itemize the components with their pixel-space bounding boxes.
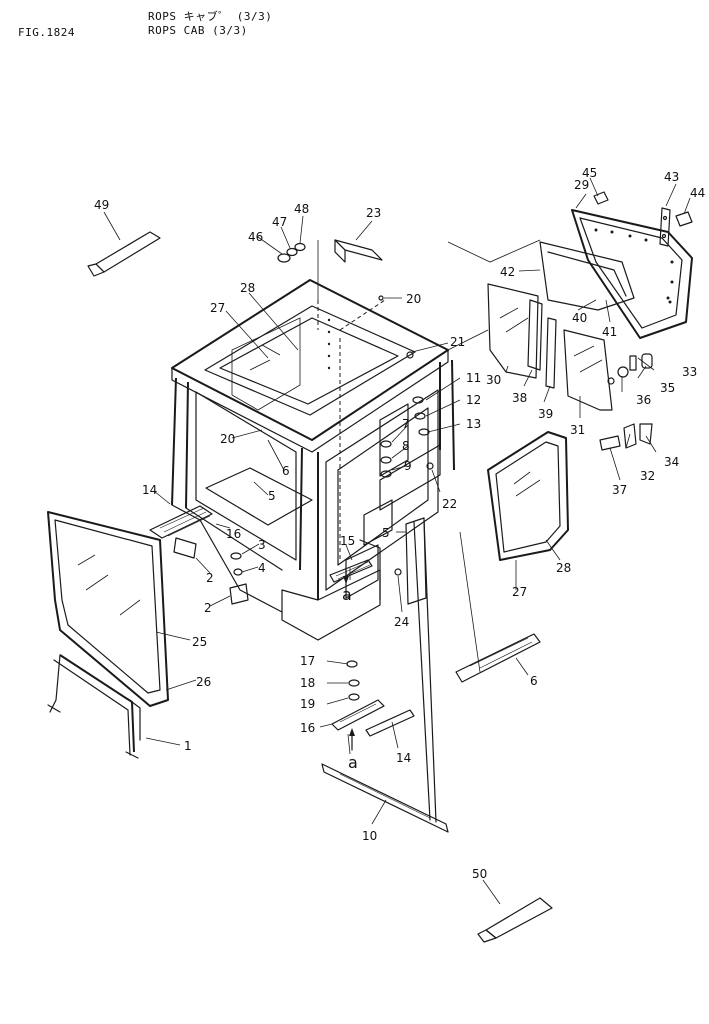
- callout-44: 44: [690, 186, 705, 200]
- callout-50: 50: [472, 867, 487, 881]
- callout-3: 3: [258, 538, 266, 552]
- reference-mark-lower: a: [348, 753, 358, 772]
- side-window-parts: [487, 283, 653, 451]
- callout-35: 35: [660, 381, 675, 395]
- callout-39: 39: [538, 407, 553, 421]
- callout-17: 17: [300, 654, 315, 668]
- title-english: ROPS CAB (3/3): [148, 24, 248, 37]
- callout-13: 13: [466, 417, 481, 431]
- callout-38: 38: [512, 391, 527, 405]
- callout-46: 46: [248, 230, 263, 244]
- reference-mark-upper: a: [342, 585, 352, 604]
- callout-11: 11: [466, 371, 481, 385]
- callout-14a: 14: [142, 483, 157, 497]
- callout-10: 10: [362, 829, 377, 843]
- callout-16a: 16: [226, 527, 241, 541]
- callout-19: 19: [300, 697, 315, 711]
- callout-29: 29: [574, 178, 589, 192]
- callout-14b: 14: [396, 751, 411, 765]
- callout-labels: 1 2 2 3 4 5 5 6 6 7 8 9 10 11 12 13 14 1…: [94, 166, 705, 881]
- callout-42: 42: [500, 265, 515, 279]
- callout-27a: 27: [210, 301, 225, 315]
- cab-frame: [171, 279, 455, 641]
- callout-2b: 2: [204, 601, 212, 615]
- callout-2a: 2: [206, 571, 214, 585]
- callout-32: 32: [640, 469, 655, 483]
- callout-18: 18: [300, 676, 315, 690]
- callout-25: 25: [192, 635, 207, 649]
- rear-window-assembly: [539, 191, 693, 339]
- callout-20b: 20: [220, 432, 235, 446]
- callout-45: 45: [582, 166, 597, 180]
- callout-30: 30: [486, 373, 501, 387]
- callout-20a: 20: [406, 292, 421, 306]
- callout-5a: 5: [268, 489, 276, 503]
- callout-27b: 27: [512, 585, 527, 599]
- callout-7: 7: [402, 417, 410, 431]
- callout-28a: 28: [240, 281, 255, 295]
- callout-22: 22: [442, 497, 457, 511]
- figure-number: FIG.1824: [18, 26, 75, 39]
- callout-31: 31: [570, 423, 585, 437]
- callout-49: 49: [94, 198, 109, 212]
- callout-6a: 6: [282, 464, 290, 478]
- callout-26: 26: [196, 675, 211, 689]
- callout-28b: 28: [556, 561, 571, 575]
- callout-4: 4: [258, 561, 266, 575]
- fasteners: [87, 231, 553, 943]
- leader-lines: [103, 177, 691, 905]
- title-japanese: ROPS キャブ゜ (3/3): [148, 10, 273, 23]
- callout-6b: 6: [530, 674, 538, 688]
- callout-43: 43: [664, 170, 679, 184]
- callout-41: 41: [602, 325, 617, 339]
- callout-36: 36: [636, 393, 651, 407]
- callout-12: 12: [466, 393, 481, 407]
- callout-8: 8: [402, 439, 410, 453]
- callout-34: 34: [664, 455, 679, 469]
- callout-21: 21: [450, 335, 465, 349]
- callout-9: 9: [404, 459, 412, 473]
- callout-5b: 5: [382, 526, 390, 540]
- callout-40: 40: [572, 311, 587, 325]
- reference-arrows: a a: [342, 567, 358, 772]
- callout-23: 23: [366, 206, 381, 220]
- callout-16b: 16: [300, 721, 315, 735]
- front-windshield-assembly: [47, 511, 169, 759]
- callout-15: 15: [340, 534, 355, 548]
- callout-1: 1: [184, 739, 192, 753]
- callout-37: 37: [612, 483, 627, 497]
- callout-47: 47: [272, 215, 287, 229]
- callout-33: 33: [682, 365, 697, 379]
- door-window-assembly: [487, 431, 569, 561]
- callout-24: 24: [394, 615, 409, 629]
- callout-48: 48: [294, 202, 309, 216]
